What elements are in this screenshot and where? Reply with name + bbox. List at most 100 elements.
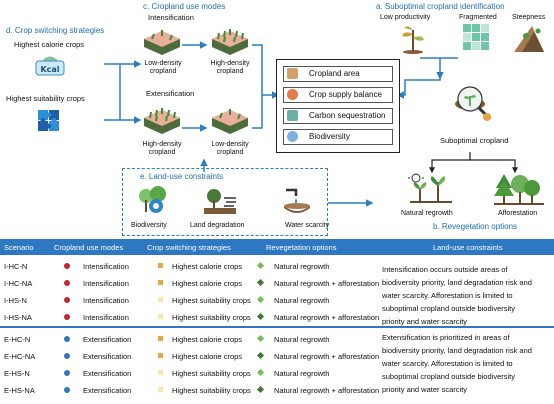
- strategy-square: [158, 387, 163, 392]
- high-density-label-1: High-density cropland: [202, 60, 258, 76]
- fragmented-icon: [461, 22, 491, 59]
- cell-scenario: E-HC-NA: [4, 352, 36, 361]
- mode-dot: [64, 280, 70, 286]
- high-density-1-line1: High-density: [210, 60, 250, 67]
- kcal-icon: Kcal: [33, 53, 67, 77]
- cell-strategy: Highest calorie crops: [172, 262, 243, 271]
- steepness-icon: [512, 22, 546, 59]
- outcome-crop-supply-label: Crop supply balance: [309, 90, 382, 99]
- cell-option: Natural regrowth: [274, 262, 330, 271]
- option-diamond: [256, 368, 265, 377]
- outcome-cropland-area-label: Cropland area: [309, 69, 360, 78]
- mode-dot: [64, 370, 70, 376]
- constraint-line: priority and water scarcity: [382, 317, 468, 326]
- constraint-line: suboptimal cropland outside biodiversity: [382, 304, 515, 313]
- option-diamond: [256, 295, 265, 304]
- biodiversity-icon: [287, 131, 298, 142]
- option-diamond: [256, 351, 265, 360]
- cell-strategy: Highest suitability crops: [172, 386, 251, 395]
- high-density-2-line1: High-density: [142, 141, 182, 148]
- puzzle-icon: [36, 108, 62, 134]
- high-density-2-line2: cropland: [148, 149, 176, 157]
- cell-option: Natural regrowth + afforestation: [274, 386, 380, 395]
- mode-dot: [64, 297, 70, 303]
- land-degradation-label: Land degradation: [190, 222, 245, 229]
- cell-strategy: Highest calorie crops: [172, 335, 243, 344]
- low-productivity-icon: [398, 22, 428, 59]
- section-a-title: a. Suboptimal cropland identification: [376, 2, 505, 11]
- cell-strategy: Highest suitability crops: [172, 313, 251, 322]
- section-c-title: c. Cropland use modes: [143, 2, 226, 11]
- water-scarcity-icon: [280, 186, 314, 221]
- outcome-biodiversity-label: Biodiversity: [309, 132, 350, 141]
- strategy-square: [158, 314, 163, 319]
- section-b-title: b. Revegetation options: [433, 222, 518, 231]
- constraint-line: suboptimal cropland outside biodiversity: [382, 372, 515, 381]
- option-diamond: [256, 334, 265, 343]
- header-options: Revegetation options: [266, 243, 337, 252]
- section-d-title: d. Crop switching strategies: [6, 26, 105, 35]
- table-row: E-HS-NA Extensification Highest suitabilit…: [0, 382, 554, 399]
- carbon-icon: [287, 110, 298, 121]
- strategy-square: [158, 280, 163, 285]
- cell-scenario: E-HS-NA: [4, 386, 35, 395]
- option-diamond: [256, 312, 265, 321]
- suboptimal-cropland-icon: [453, 82, 491, 127]
- extensification-label: Extensification: [146, 89, 195, 98]
- constraint-line: water scarcity. Afforestation is limited…: [382, 291, 513, 300]
- cell-mode: Intensification: [83, 279, 129, 288]
- cell-mode: Extensification: [83, 386, 132, 395]
- afforestation-label: Afforestation: [498, 210, 538, 217]
- natural-regrowth-icon: [408, 170, 454, 211]
- low-density-label-2: Low-density cropland: [202, 141, 258, 157]
- mode-dot: [64, 336, 70, 342]
- arrows-layer: [104, 41, 518, 207]
- strategy-square: [158, 263, 163, 268]
- biodiversity-constraint-icon: [138, 186, 170, 221]
- cell-scenario: I-HS-N: [4, 296, 27, 305]
- afforestation-icon: [494, 172, 544, 211]
- cell-option: Natural regrowth + afforestation: [274, 352, 380, 361]
- constraint-line: Extensification is prioritized in areas …: [382, 333, 510, 342]
- low-density-2-line1: Low-density: [211, 141, 249, 148]
- constraint-line: biodiversity priority, land degradation …: [382, 278, 532, 287]
- constraints-box: [122, 168, 328, 236]
- fragmented-label: Fragmented: [459, 14, 497, 21]
- suitability-crops-label: Highest suitability crops: [6, 94, 85, 103]
- suboptimal-cropland-label: Suboptimal cropland: [440, 136, 509, 145]
- table-divider: [0, 326, 554, 328]
- header-modes: Cropland use modes: [54, 243, 124, 252]
- biodiversity-constraint-label: Biodiversity: [131, 222, 167, 229]
- strategy-square: [158, 370, 163, 375]
- constraint-line: biodiversity priority, land degradation …: [382, 346, 532, 355]
- kcal-text: Kcal: [40, 65, 59, 74]
- constraint-line: priority and water scarcity: [382, 385, 468, 394]
- low-density-2-line2: cropland: [216, 149, 244, 157]
- cell-mode: Intensification: [83, 296, 129, 305]
- calorie-crops-label: Highest calorie crops: [14, 40, 85, 49]
- cell-option: Natural regrowth: [274, 369, 330, 378]
- outcome-cropland-area: Cropland area: [283, 66, 393, 82]
- constraint-line: Intensification occurs outside areas of: [382, 265, 508, 274]
- high-density-1-line2: cropland: [216, 68, 244, 76]
- cell-strategy: Highest calorie crops: [172, 279, 243, 288]
- header-strategies: Crop switching strategies: [147, 243, 231, 252]
- constraint-text-extensification: Extensification is prioritized in areas …: [382, 331, 552, 396]
- option-diamond: [256, 278, 265, 287]
- high-density-label-2: High-density cropland: [134, 141, 190, 157]
- cell-option: Natural regrowth: [274, 335, 330, 344]
- crop-supply-icon: [287, 89, 298, 100]
- cell-mode: Extensification: [83, 335, 132, 344]
- option-diamond: [256, 385, 265, 394]
- cell-option: Natural regrowth: [274, 296, 330, 305]
- table-row: E-HC-N Extensification Highest calorie cro…: [0, 331, 554, 348]
- outcome-carbon: Carbon sequestration: [283, 108, 393, 124]
- natural-regrowth-label: Natural regrowth: [401, 210, 453, 217]
- cell-scenario: E-HC-N: [4, 335, 31, 344]
- cell-scenario: I-HC-N: [4, 262, 28, 271]
- cell-option: Natural regrowth + afforestation: [274, 313, 380, 322]
